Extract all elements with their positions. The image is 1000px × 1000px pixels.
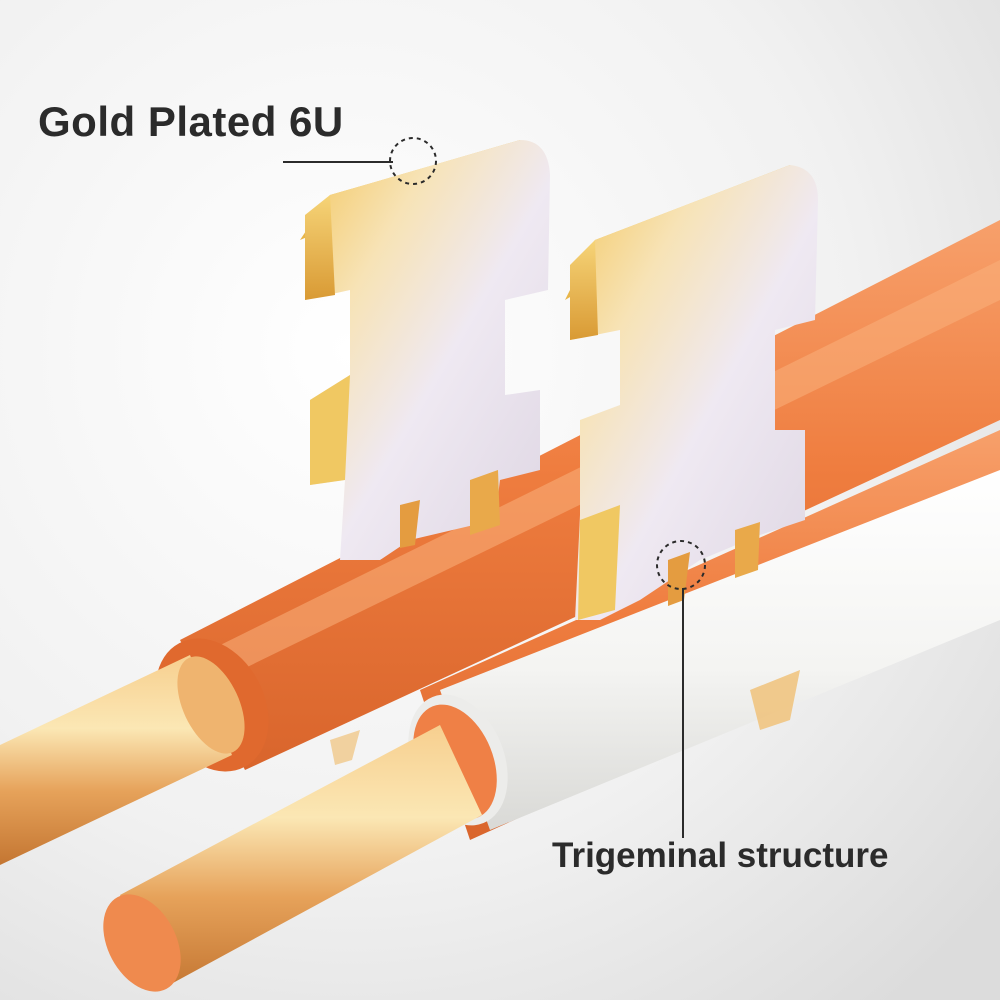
copper-conductor-upper xyxy=(0,655,245,865)
copper-conductor-lower-end xyxy=(103,894,181,992)
trigeminal-structure-label: Trigeminal structure xyxy=(552,836,889,875)
gold-plated-label: Gold Plated 6U xyxy=(38,98,344,145)
terminal-prongs xyxy=(330,670,800,765)
gold-plated-callout xyxy=(283,137,437,185)
gold-plated-marker-circle xyxy=(389,137,437,185)
trigeminal-callout xyxy=(656,540,706,838)
terminal-blade-left xyxy=(300,140,550,560)
copper-conductor-lower xyxy=(103,725,482,992)
terminal-blade-right xyxy=(565,165,818,620)
trigeminal-marker-circle xyxy=(656,540,706,590)
